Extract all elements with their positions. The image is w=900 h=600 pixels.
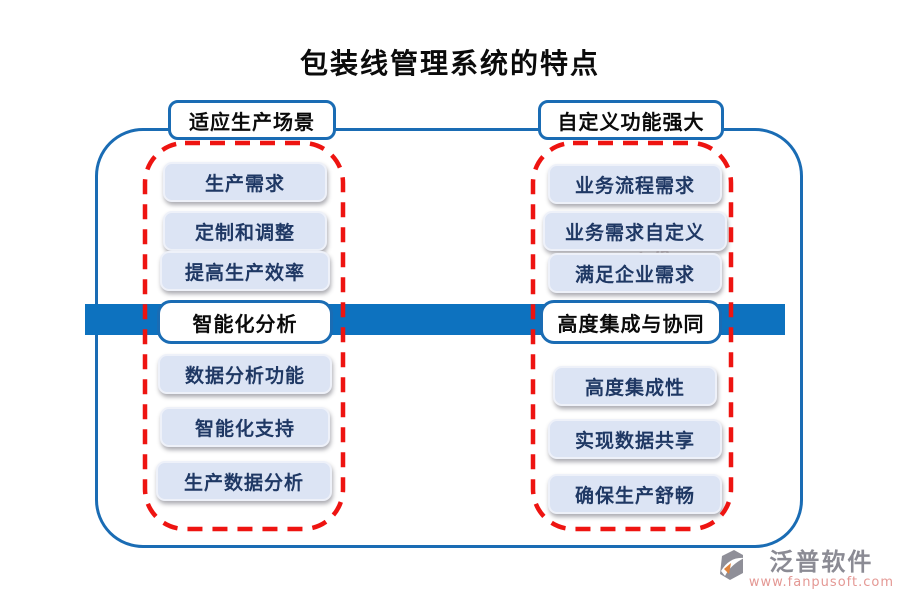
feature-item: 高度集成性 [553,366,717,406]
feature-item: 智能化支持 [160,407,330,447]
feature-item: 实现数据共享 [548,419,722,459]
brand-footer: 泛普软件 www.fanpusoft.com [719,549,894,590]
feature-item: 定制和调整 [163,211,327,251]
feature-item: 生产数据分析 [156,461,332,501]
brand-text-block: 泛普软件 www.fanpusoft.com [749,549,894,590]
feature-item: 生产需求 [163,162,327,202]
feature-item: 提高生产效率 [160,251,330,291]
right-mid-label: 高度集成与协同 [540,300,722,344]
left-group-header: 适应生产场景 [168,100,336,140]
right-group-header: 自定义功能强大 [538,100,724,140]
feature-item: 确保生产舒畅 [548,474,722,514]
brand-url: www.fanpusoft.com [748,575,894,590]
feature-item: 业务需求自定义 [543,211,727,251]
page-title: 包装线管理系统的特点 [299,47,600,80]
feature-item: 数据分析功能 [158,354,332,394]
brand-name: 泛普软件 [769,548,874,576]
fanpu-logo-icon [719,550,744,580]
feature-item: 满足企业需求 [548,253,722,293]
feature-item: 业务流程需求 [548,164,722,204]
left-mid-label: 智能化分析 [157,300,333,344]
